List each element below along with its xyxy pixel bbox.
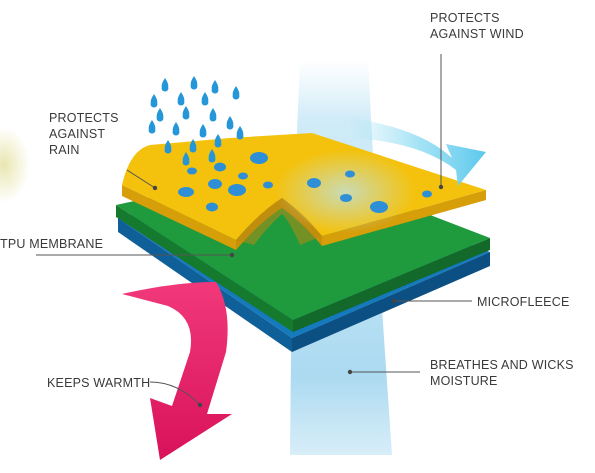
- raindrop-icon: [182, 106, 190, 120]
- raindrop-icon: [226, 116, 234, 130]
- water-beads: [178, 152, 432, 213]
- raindrop-icon: [214, 134, 222, 148]
- raindrop-icon: [189, 139, 197, 153]
- label-protects-against-wind: PROTECTS AGAINST WIND: [430, 11, 524, 41]
- rain-leader-line: [126, 169, 156, 189]
- warmth-arrow-icon: [122, 282, 232, 460]
- leader-lines: [36, 54, 472, 406]
- raindrop-icon: [161, 78, 169, 92]
- raindrop-icon: [236, 126, 244, 140]
- raindrop-icon: [209, 108, 217, 122]
- raindrop-icon: [148, 120, 156, 134]
- wind-arrow-icon: [350, 118, 486, 186]
- raindrop-icon: [232, 86, 240, 100]
- warmth-leader-line: [149, 381, 201, 406]
- raindrop-icon: [199, 124, 207, 138]
- raindrop-icon: [208, 149, 216, 163]
- background-leaf: [0, 127, 30, 203]
- raindrop-icon: [190, 76, 198, 90]
- raindrop-icon: [211, 80, 219, 94]
- label-tpu-membrane: TPU MEMBRANE: [0, 237, 104, 251]
- label-breathes-and-wicks-moisture: BREATHES AND WICKS MOISTURE: [430, 358, 574, 388]
- raindrop-icon: [177, 92, 185, 106]
- raindrops: [148, 76, 244, 166]
- label-keeps-warmth: KEEPS WARMTH: [47, 376, 151, 390]
- raindrop-icon: [182, 152, 190, 166]
- leader-dots: [152, 184, 444, 408]
- raindrop-icon: [150, 94, 158, 108]
- raindrop-icon: [201, 92, 209, 106]
- label-microfleece: MICROFLEECE: [477, 295, 570, 309]
- raindrop-icon: [164, 140, 172, 154]
- raindrop-icon: [156, 108, 164, 122]
- moisture-fog: [275, 150, 415, 234]
- raindrop-icon: [172, 122, 180, 136]
- label-protects-against-rain: PROTECTS AGAINST RAIN: [49, 111, 119, 157]
